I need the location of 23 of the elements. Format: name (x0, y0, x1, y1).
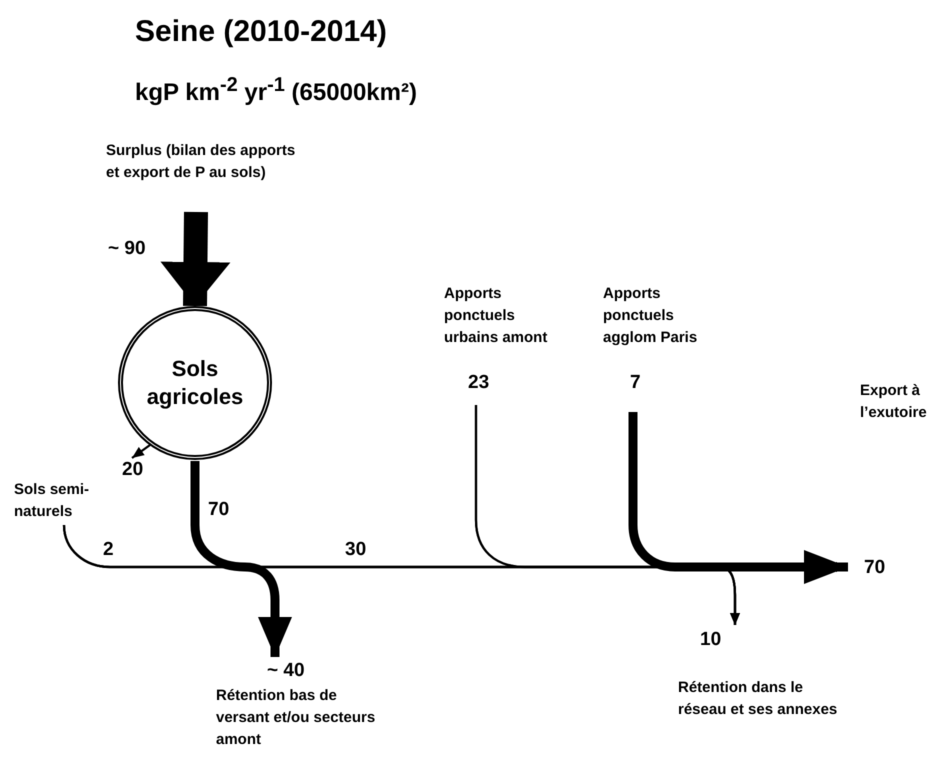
node-label: Apports ponctuels urbains amont (444, 284, 548, 348)
flow-value: 7 (630, 371, 641, 395)
flow-value: 23 (468, 371, 490, 395)
flow-value: 30 (345, 538, 366, 562)
node-label: Apports ponctuels agglom Paris (603, 284, 698, 348)
flow-value: 20 (122, 458, 144, 482)
node-label: Sols semi-naturels (14, 480, 90, 522)
flow-arrow (160, 212, 230, 306)
flow-arrow (131, 444, 151, 459)
flow-value: 70 (864, 556, 886, 580)
flow-value: 10 (700, 628, 722, 652)
flow-value: ~ 40 (267, 659, 305, 683)
node-label: Sols agricoles (146, 355, 244, 411)
flow-value: 2 (103, 538, 114, 562)
subtitle: kgP km$^{-2}$ yr$^{-1}$ (65000km²) (135, 73, 417, 108)
node-label: Rétention bas de versant et/ou secteurs amont (216, 686, 376, 750)
title: Seine (2010-2014) (135, 14, 387, 50)
flow-value: 70 (208, 498, 230, 522)
flow-arrow (190, 461, 292, 657)
node-label: Surplus (bilan des apports et export de P au sols) (106, 141, 296, 183)
node-label: Export à l’exutoire (860, 381, 928, 423)
node-label: Rétention dans le réseau et ses annexes (678, 678, 838, 720)
flow-arrow (628, 412, 848, 584)
